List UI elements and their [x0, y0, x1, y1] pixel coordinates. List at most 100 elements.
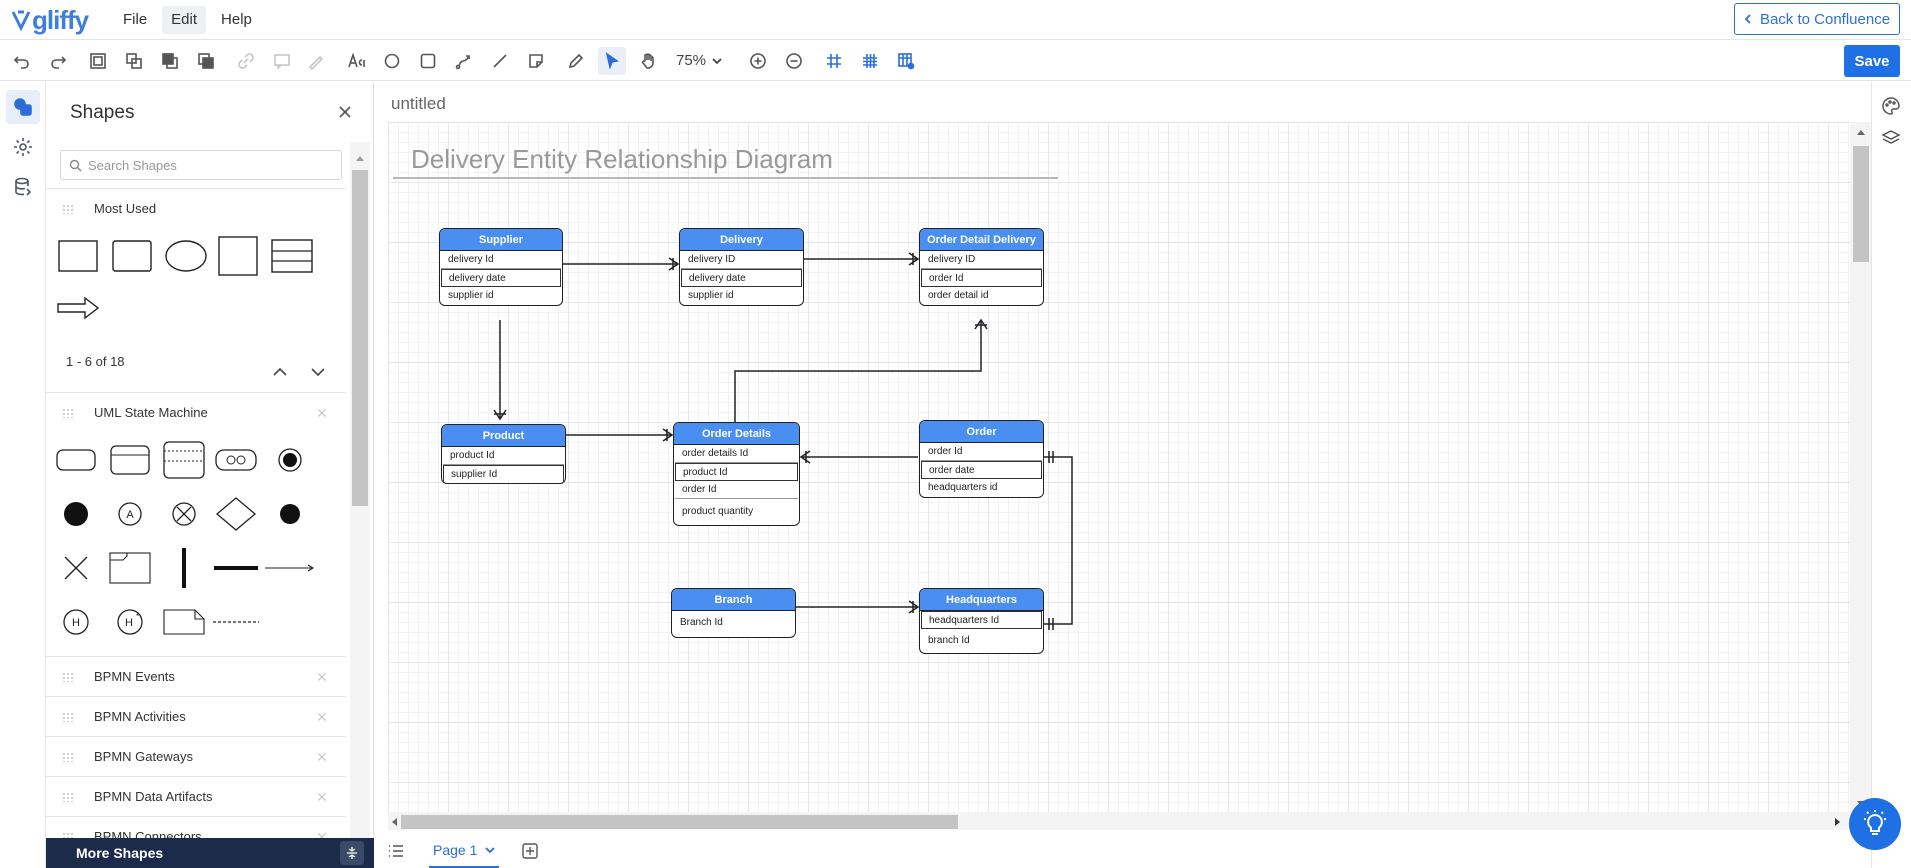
scroll-right-icon[interactable]	[1834, 817, 1842, 827]
remove-section-icon[interactable]: ✕	[316, 829, 328, 845]
close-panel-button[interactable]	[334, 101, 356, 123]
chevron-down-icon[interactable]	[485, 846, 496, 854]
link-button[interactable]	[232, 47, 260, 75]
drag-grip-icon[interactable]	[62, 672, 74, 682]
expand-icon[interactable]	[340, 841, 364, 865]
shape-rounded-rectangle[interactable]	[110, 234, 154, 278]
theme-button[interactable]	[1881, 96, 1903, 118]
ungroup-button[interactable]	[120, 47, 148, 75]
entity-headquarters[interactable]: Headquarters headquarters Id branch Id	[919, 588, 1044, 654]
select-tool-button[interactable]	[598, 47, 626, 75]
help-bulb-button[interactable]	[1849, 798, 1901, 850]
add-page-icon[interactable]	[521, 842, 539, 860]
canvas-vertical-thumb[interactable]	[1853, 146, 1869, 262]
pager-next-button[interactable]	[306, 360, 330, 384]
page-settings-button[interactable]	[892, 47, 920, 75]
format-painter-button[interactable]	[302, 47, 330, 75]
sticky-note-button[interactable]	[522, 47, 550, 75]
shape-arrow[interactable]	[56, 286, 100, 330]
zoom-select[interactable]: 75%	[676, 47, 722, 75]
shape-table[interactable]	[270, 234, 314, 278]
diagram-canvas[interactable]: Delivery Entity Relationship Diagram	[388, 122, 1850, 812]
ellipse-tool-button[interactable]	[378, 47, 406, 75]
menu-edit[interactable]: Edit	[162, 6, 207, 34]
drag-grip-icon[interactable]	[62, 204, 74, 214]
rectangle-tool-button[interactable]	[414, 47, 442, 75]
section-bpmn-data-artifacts[interactable]: BPMN Data Artifacts✕	[46, 776, 346, 816]
section-uml-state-machine[interactable]: UML State Machine✕	[46, 392, 346, 432]
zoom-in-button[interactable]	[744, 47, 772, 75]
pencil-tool-button[interactable]	[562, 47, 590, 75]
entity-delivery[interactable]: Delivery delivery ID delivery date suppl…	[679, 228, 804, 306]
uml-composite-state[interactable]	[162, 438, 206, 482]
shape-square[interactable]	[216, 234, 260, 278]
entity-supplier[interactable]: Supplier delivery Id delivery date suppl…	[439, 228, 563, 306]
scroll-up-icon[interactable]	[355, 154, 365, 162]
search-shapes-field[interactable]	[60, 150, 342, 180]
uml-final-state[interactable]	[268, 438, 312, 482]
pan-tool-button[interactable]	[634, 47, 662, 75]
uml-deep-history[interactable]: H*	[108, 600, 152, 644]
drag-grip-icon[interactable]	[62, 792, 74, 802]
remove-section-icon[interactable]: ✕	[316, 709, 328, 725]
shape-ellipse[interactable]	[164, 234, 208, 278]
group-button[interactable]	[84, 47, 112, 75]
diagram-title[interactable]: Delivery Entity Relationship Diagram	[411, 144, 833, 174]
drag-grip-icon[interactable]	[62, 712, 74, 722]
entity-order-detail-delivery[interactable]: Order Detail Delivery delivery ID order …	[919, 228, 1044, 306]
canvas-horizontal-thumb[interactable]	[401, 815, 958, 829]
scroll-left-icon[interactable]	[390, 817, 398, 827]
uml-initial-state[interactable]	[54, 492, 98, 536]
connector-tool-button[interactable]	[450, 47, 478, 75]
uml-junction-a[interactable]: A	[108, 492, 152, 536]
settings-panel-button[interactable]	[6, 130, 40, 164]
remove-section-icon[interactable]: ✕	[316, 669, 328, 685]
page-list-icon[interactable]	[387, 842, 405, 860]
panel-scroll-thumb[interactable]	[352, 170, 368, 506]
uml-fork-vertical[interactable]	[162, 546, 206, 590]
uml-submachine-state[interactable]	[214, 438, 258, 482]
canvas-vertical-scrollbar[interactable]	[1850, 122, 1871, 812]
section-bpmn-events[interactable]: BPMN Events✕	[46, 656, 346, 696]
uml-state-header[interactable]	[108, 438, 152, 482]
uml-junction[interactable]	[268, 492, 312, 536]
remove-section-icon[interactable]: ✕	[316, 749, 328, 765]
menu-help[interactable]: Help	[221, 11, 252, 28]
uml-fork-horizontal[interactable]	[214, 546, 258, 590]
layers-button[interactable]	[1881, 128, 1903, 150]
send-back-button[interactable]	[192, 47, 220, 75]
snap-to-grid-button[interactable]	[820, 47, 848, 75]
gliffy-logo[interactable]: gliffy	[10, 4, 89, 36]
menu-file[interactable]: File	[123, 11, 148, 28]
entity-branch[interactable]: Branch Branch Id	[671, 588, 796, 638]
document-title[interactable]: untitled	[391, 94, 446, 113]
show-grid-button[interactable]	[856, 47, 884, 75]
uml-frame[interactable]	[108, 546, 152, 590]
drag-grip-icon[interactable]	[62, 408, 74, 418]
save-button[interactable]: Save	[1844, 45, 1900, 77]
title-underline[interactable]	[393, 177, 1058, 179]
section-bpmn-gateways[interactable]: BPMN Gateways✕	[46, 736, 346, 776]
uml-terminate[interactable]	[162, 492, 206, 536]
pager-prev-button[interactable]	[268, 360, 292, 384]
entity-order-details[interactable]: Order Details order details Id product I…	[673, 422, 800, 526]
comment-button[interactable]	[268, 47, 296, 75]
drag-grip-icon[interactable]	[62, 752, 74, 762]
entity-product[interactable]: Product product Id supplier Id	[441, 424, 566, 484]
text-tool-button[interactable]	[342, 47, 370, 75]
uml-note[interactable]	[162, 600, 206, 644]
zoom-out-button[interactable]	[780, 47, 808, 75]
bring-front-button[interactable]	[156, 47, 184, 75]
entity-order[interactable]: Order order Id order date headquarters i…	[919, 420, 1044, 498]
redo-button[interactable]	[44, 47, 72, 75]
data-panel-button[interactable]	[6, 170, 40, 204]
line-tool-button[interactable]	[486, 47, 514, 75]
shapes-panel-button[interactable]	[6, 90, 40, 124]
uml-state[interactable]	[54, 438, 98, 482]
uml-shallow-history[interactable]: H	[54, 600, 98, 644]
section-most-used[interactable]: Most Used	[46, 188, 346, 228]
shape-rectangle[interactable]	[56, 234, 100, 278]
undo-button[interactable]	[8, 47, 36, 75]
drag-grip-icon[interactable]	[62, 832, 74, 842]
uml-x[interactable]	[54, 546, 98, 590]
